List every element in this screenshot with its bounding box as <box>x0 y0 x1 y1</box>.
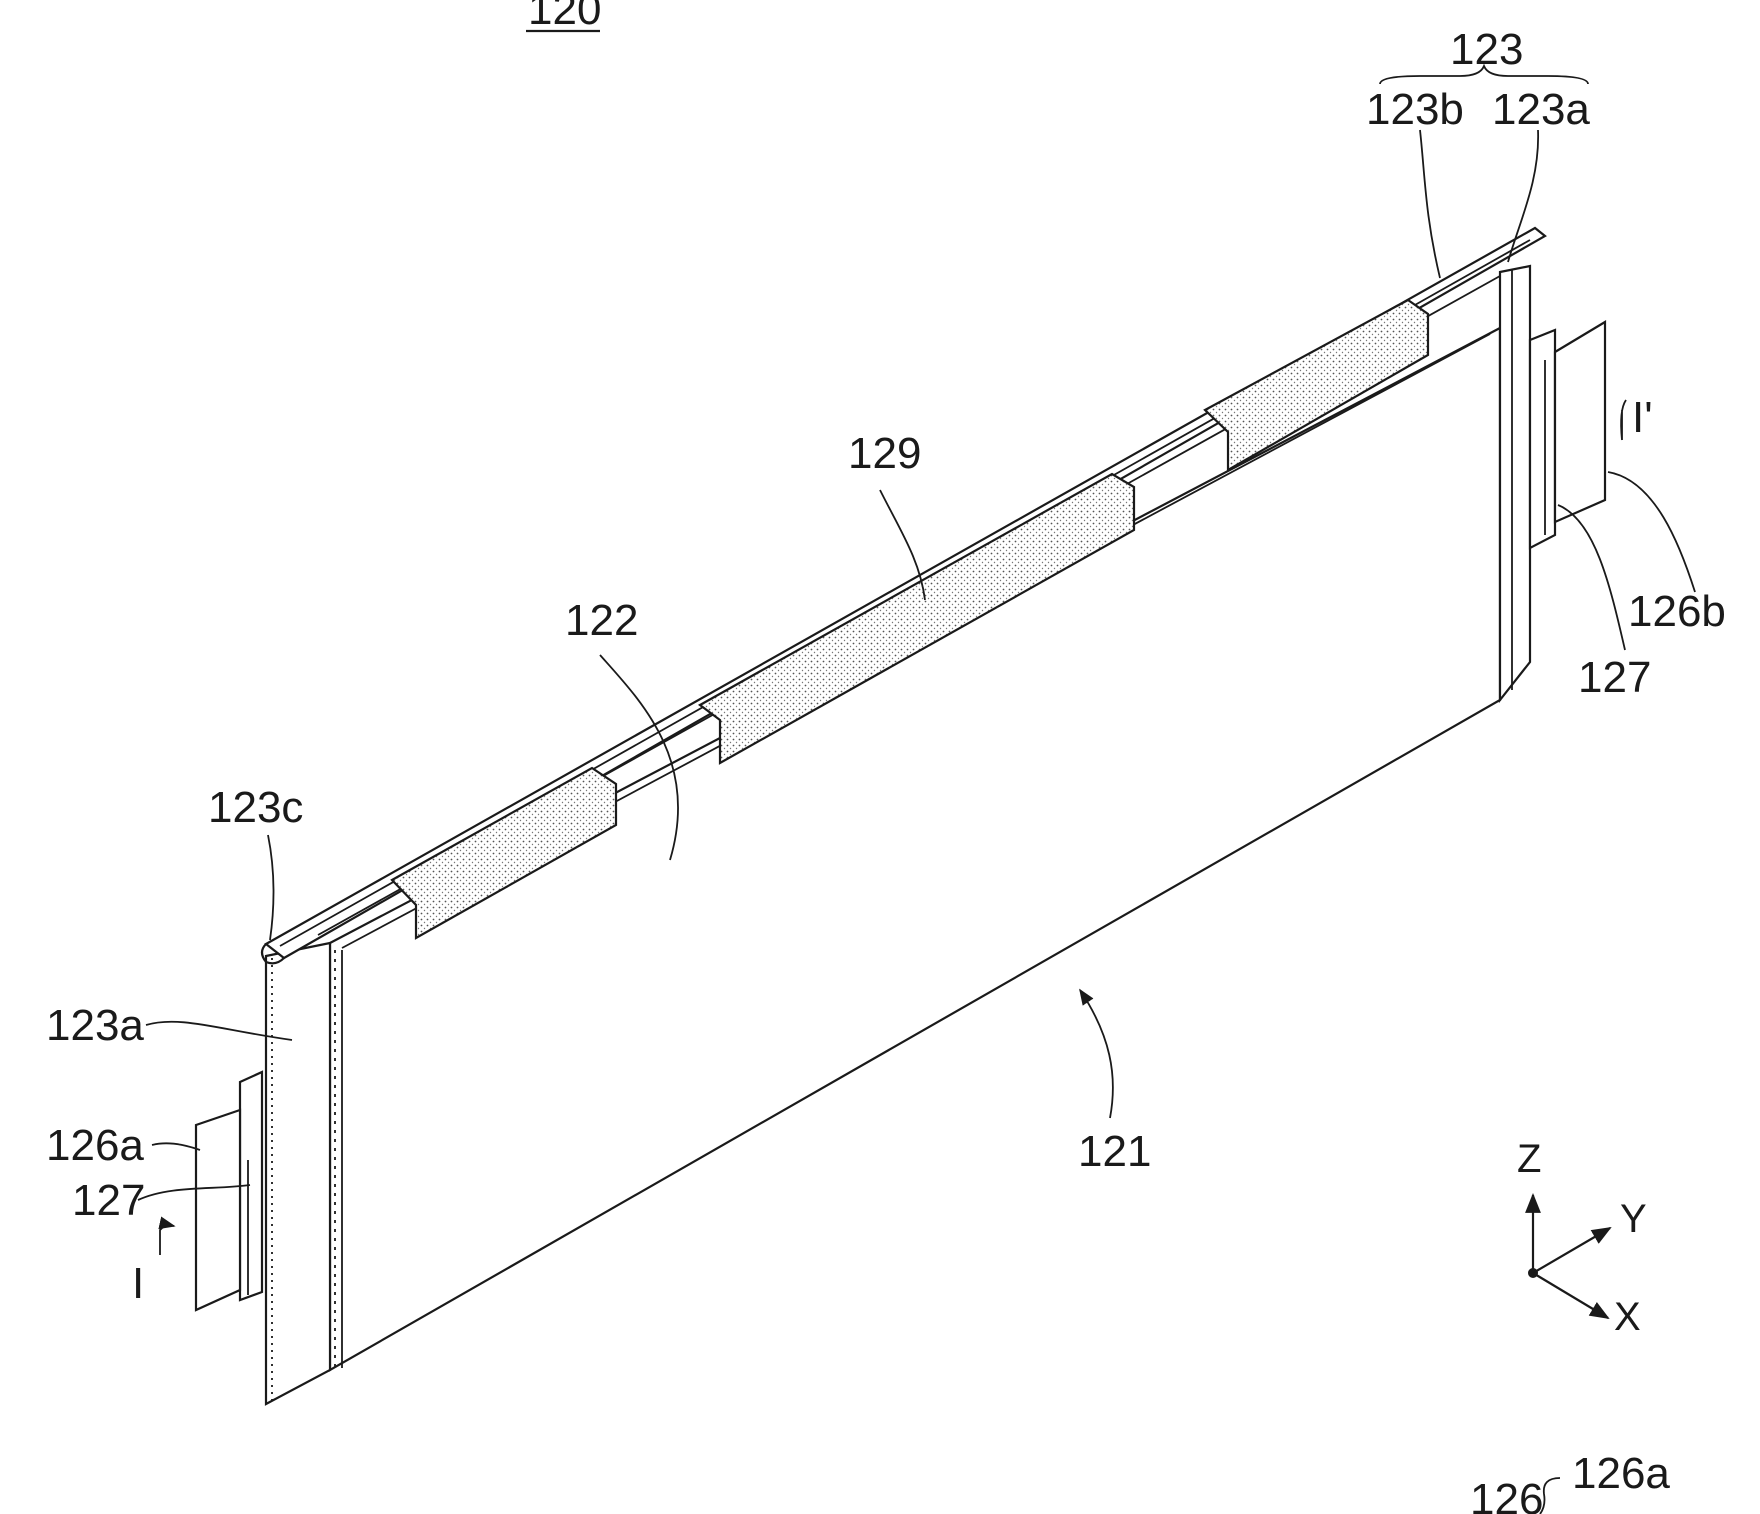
label-123a-top: 123a <box>1492 85 1590 134</box>
right-sealing-123a <box>1500 266 1530 700</box>
label-127-right: 127 <box>1578 653 1651 702</box>
figure-ref-120: 120 <box>528 0 601 34</box>
left-tab-126a <box>196 1072 262 1310</box>
right-tab-126b <box>1530 322 1605 548</box>
axis-x-label: X <box>1614 1295 1641 1339</box>
section-mark-I-prime <box>1621 400 1626 440</box>
label-122: 122 <box>565 596 638 645</box>
label-I-prime: I' <box>1632 393 1653 442</box>
left-sealing-123a <box>266 943 330 1404</box>
label-126b: 126b <box>1628 587 1726 636</box>
section-mark-I <box>160 1226 174 1256</box>
label-123: 123 <box>1450 25 1523 74</box>
label-I: I <box>132 1259 144 1308</box>
axis-z-label: Z <box>1517 1137 1541 1181</box>
label-126a-bottom: 126a <box>1572 1449 1670 1498</box>
label-123a-left: 123a <box>46 1001 144 1050</box>
arrow-121 <box>1080 990 1113 1118</box>
label-126-bottom: 126 <box>1470 1475 1543 1514</box>
label-129: 129 <box>848 429 921 478</box>
label-126a: 126a <box>46 1121 144 1170</box>
label-121: 121 <box>1078 1127 1151 1176</box>
label-127-left: 127 <box>72 1176 145 1225</box>
axes-indicator: Z Y X <box>1517 1137 1647 1339</box>
label-123b: 123b <box>1366 85 1464 134</box>
axis-y-label: Y <box>1620 1197 1647 1241</box>
label-123c: 123c <box>208 783 303 832</box>
